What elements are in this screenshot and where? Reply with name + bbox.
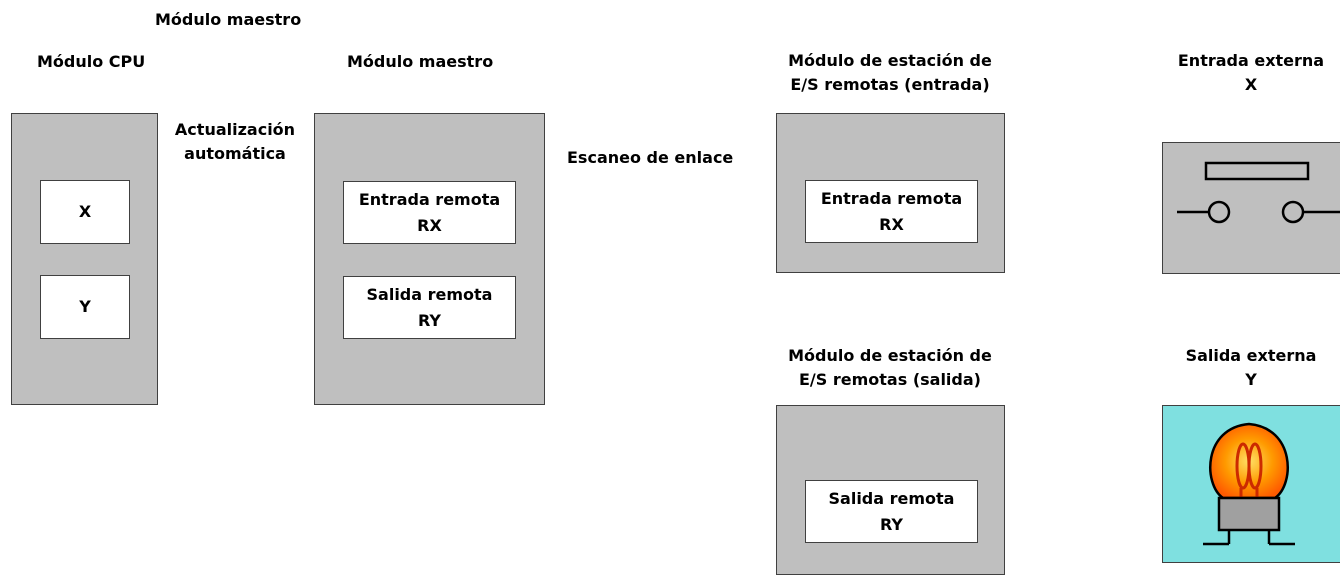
external-input-panel — [1162, 142, 1340, 274]
remote-output-station: Salida remota RY — [776, 405, 1005, 575]
external-input-title-line1: Entrada externa — [1177, 51, 1325, 70]
auto-refresh-line2: automática — [184, 144, 286, 163]
cpu-x-label: X — [78, 202, 92, 221]
push-button-switch-icon — [1177, 161, 1340, 224]
cpu-module: X Y — [11, 113, 158, 405]
remote-input-station-title: Módulo de estación de E/S remotas (entra… — [760, 49, 1020, 97]
remote-input-station-title-line2: E/S remotas (entrada) — [790, 75, 990, 94]
external-output-symbol: Y — [1245, 370, 1257, 389]
remote-input-station: Entrada remota RX — [776, 113, 1005, 273]
cpu-module-title: Módulo CPU — [37, 52, 146, 71]
remote-input-station-title-line1: Módulo de estación de — [788, 51, 992, 70]
external-output-title-line1: Salida externa — [1185, 346, 1317, 365]
top-title: Módulo maestro — [155, 10, 302, 29]
auto-refresh-line1: Actualización — [174, 120, 296, 139]
master-remote-input-line1: Entrada remota — [358, 189, 501, 209]
remote-input-station-device-line2: RX — [879, 214, 904, 234]
external-output-panel — [1162, 405, 1340, 563]
cpu-y-device: Y — [40, 275, 130, 339]
master-remote-output: Salida remota RY — [343, 276, 516, 339]
auto-refresh-label: Actualización automática — [160, 118, 310, 166]
cpu-x-device: X — [40, 180, 130, 244]
remote-output-station-title: Módulo de estación de E/S remotas (salid… — [760, 344, 1020, 392]
link-scan-label: Escaneo de enlace — [567, 148, 734, 167]
remote-input-station-device-line1: Entrada remota — [820, 188, 963, 208]
cpu-y-label: Y — [79, 297, 91, 316]
master-module: Entrada remota RX Salida remota RY — [314, 113, 545, 405]
external-input-symbol: X — [1244, 75, 1258, 94]
master-remote-input-line2: RX — [417, 215, 442, 235]
master-remote-input: Entrada remota RX — [343, 181, 516, 244]
external-input-title: Entrada externa X — [1166, 49, 1336, 97]
remote-output-station-device: Salida remota RY — [805, 480, 978, 543]
remote-output-station-title-line1: Módulo de estación de — [788, 346, 992, 365]
master-remote-output-line1: Salida remota — [366, 284, 493, 304]
remote-output-station-device-line2: RY — [879, 514, 904, 534]
light-bulb-icon — [1203, 422, 1295, 546]
remote-output-station-title-line2: E/S remotas (salida) — [799, 370, 981, 389]
remote-input-station-device: Entrada remota RX — [805, 180, 978, 243]
master-module-title: Módulo maestro — [347, 52, 494, 71]
master-remote-output-line2: RY — [417, 310, 442, 330]
external-output-title: Salida externa Y — [1166, 344, 1336, 392]
remote-output-station-device-line1: Salida remota — [828, 488, 955, 508]
